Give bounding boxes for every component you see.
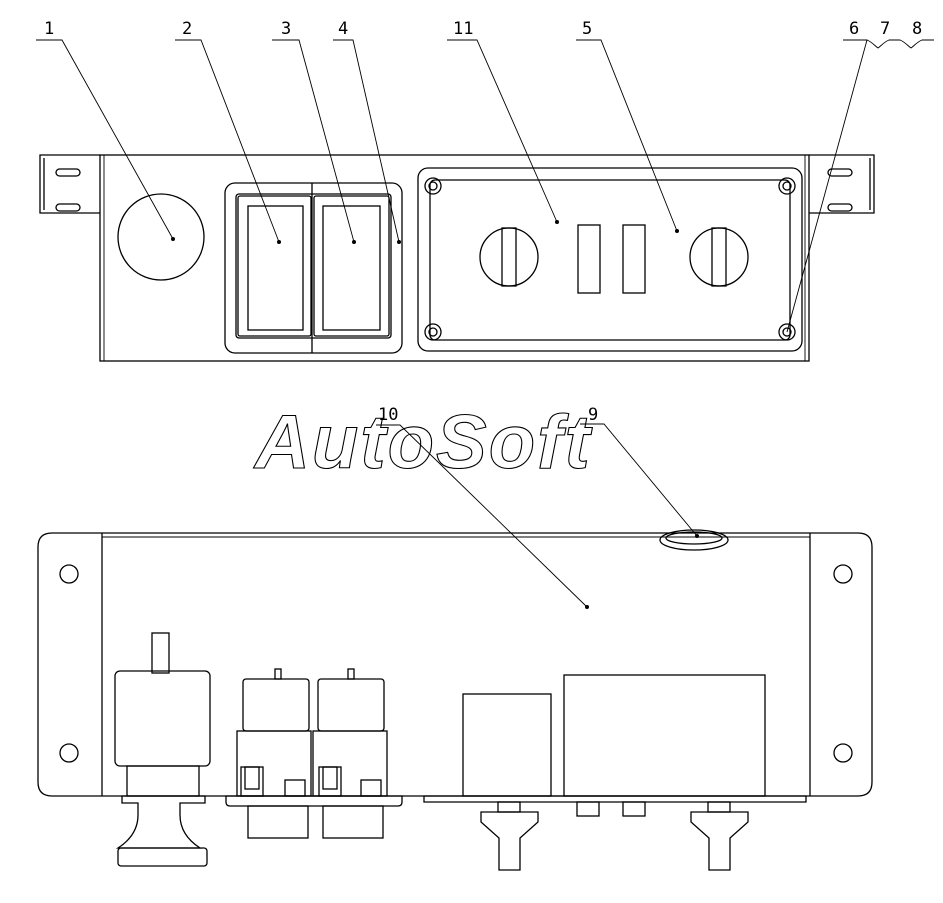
slot xyxy=(577,224,601,294)
slot xyxy=(622,224,646,294)
callout-7: 7 xyxy=(880,19,890,39)
front-view xyxy=(36,39,934,362)
leader-lines xyxy=(36,39,934,333)
indicator-body xyxy=(114,632,211,867)
callout-9: 9 xyxy=(588,405,598,425)
callout-11: 11 xyxy=(453,19,473,39)
callout-5: 5 xyxy=(582,19,592,39)
left-knob xyxy=(479,227,539,287)
callout-labels: 1 2 3 4 11 5 6 7 8 9 10 xyxy=(44,19,922,425)
front-panel xyxy=(99,154,810,362)
callout-10: 10 xyxy=(378,405,398,425)
callout-1: 1 xyxy=(44,19,54,39)
cover-plate-edge xyxy=(423,795,807,871)
round-indicator xyxy=(117,193,205,281)
callout-2: 2 xyxy=(182,19,192,39)
side-view xyxy=(37,423,873,871)
large-module xyxy=(563,674,766,797)
callout-4: 4 xyxy=(338,19,348,39)
callout-3: 3 xyxy=(281,19,291,39)
callout-8: 8 xyxy=(912,19,922,39)
leader-10 xyxy=(376,424,588,608)
leader-9 xyxy=(580,423,698,537)
callout-6: 6 xyxy=(849,19,859,39)
small-module xyxy=(462,693,552,797)
watermark-text: AutoSoft xyxy=(253,400,592,485)
rocker-switch-housing xyxy=(224,182,403,354)
cover-plate xyxy=(417,167,803,352)
base-plate xyxy=(37,532,873,797)
switch-bodies xyxy=(225,668,403,839)
left-mounting-bracket xyxy=(39,154,100,214)
right-mounting-bracket xyxy=(809,154,875,214)
right-knob xyxy=(689,227,749,287)
